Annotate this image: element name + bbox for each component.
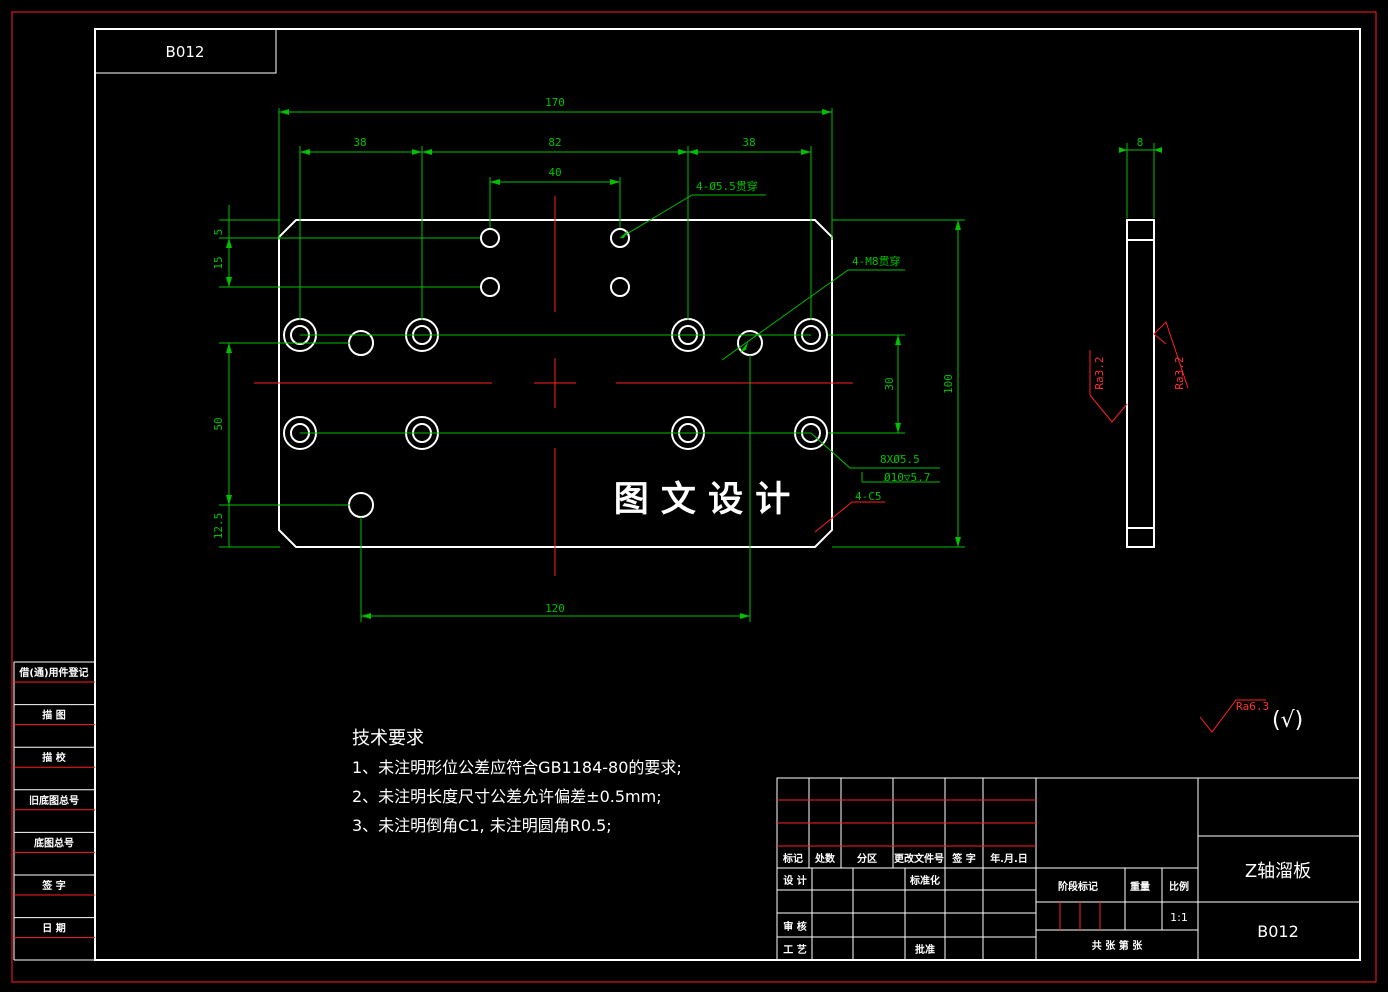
tb-process: 工 艺 (783, 943, 806, 956)
side-label: 借(通)用件登记 (18, 666, 88, 679)
tech-line-3: 3、未注明倒角C1, 未注明圆角R0.5; (352, 816, 612, 835)
dim-100: 100 (942, 374, 955, 394)
hole-5-5 (610, 228, 630, 248)
code-box-text: B012 (166, 43, 205, 61)
tb-hdr-2: 分区 (857, 852, 877, 865)
callout-holes-5-5: 4-Ø5.5贯穿 (696, 179, 758, 193)
hole-5-5 (610, 277, 630, 297)
dim-8: 8 (1137, 136, 1144, 149)
tb-standard: 标准化 (909, 874, 940, 887)
dim-12-5: 12.5 (212, 513, 225, 540)
m8-hole (348, 492, 374, 518)
title-block: 标记 处数 分区 更改文件号 签 字 年.月.日 设 计 标准化 审 核 工 艺… (776, 777, 1361, 961)
tb-hdr-5: 年.月.日 (990, 852, 1028, 865)
tb-review: 审 核 (783, 920, 806, 933)
tb-stage: 阶段标记 (1058, 880, 1098, 893)
side-label: 签 字 (41, 879, 65, 892)
callout-counterbore: 8XØ5.5 (880, 453, 920, 466)
side-label: 描 图 (42, 709, 65, 722)
tb-scale-value: 1:1 (1170, 911, 1188, 924)
dim-38-left: 38 (353, 136, 366, 149)
dim-arrows (226, 109, 961, 619)
tb-part-code: B012 (1257, 922, 1299, 941)
dim-15: 15 (212, 256, 225, 269)
tb-hdr-0: 标记 (782, 852, 803, 865)
inner-border (94, 28, 1361, 961)
dim-38-right: 38 (742, 136, 755, 149)
dim-40: 40 (548, 166, 561, 179)
tech-requirements: 技术要求 1、未注明形位公差应符合GB1184-80的要求; 2、未注明长度尺寸… (352, 728, 682, 835)
tb-hdr-4: 签 字 (951, 852, 975, 865)
tb-part-name: Z轴溜板 (1245, 861, 1311, 882)
dim-30: 30 (883, 377, 896, 390)
roughness-general-note: (√) (1272, 708, 1303, 733)
tb-hdr-1: 处数 (814, 852, 836, 865)
plate-outline (278, 219, 833, 548)
plate-side-view: 8 Ra3.2 Ra3.2 (1089, 136, 1189, 548)
tb-sheets: 共 张 第 张 (1092, 939, 1143, 952)
tb-approve: 批准 (915, 943, 935, 956)
side-label: 日 期 (42, 922, 65, 935)
plate-front-view: 170 38 82 38 40 5 15 50 12.5 30 100 120 … (212, 96, 965, 622)
callout-m8: 4-M8贯穿 (852, 254, 901, 268)
outer-border (11, 11, 1377, 983)
side-label: 描 校 (42, 751, 66, 764)
tb-weight: 重量 (1130, 880, 1150, 893)
roughness-general: Ra6.3 (1236, 700, 1269, 713)
tech-line-1: 1、未注明形位公差应符合GB1184-80的要求; (352, 758, 682, 777)
dim-170: 170 (545, 96, 565, 109)
roughness-left: Ra3.2 (1093, 356, 1106, 389)
dim-50: 50 (212, 417, 225, 430)
side-label: 底图总号 (34, 836, 74, 849)
hole-5-5 (480, 228, 500, 248)
dim-120: 120 (545, 602, 565, 615)
hole-5-5 (480, 277, 500, 297)
watermark: 图 文 设 计 (614, 480, 791, 520)
tb-hdr-3: 更改文件号 (894, 852, 944, 865)
tb-scale: 比例 (1169, 880, 1189, 893)
tb-design: 设 计 (783, 874, 806, 887)
general-roughness: Ra6.3 (√) (1199, 699, 1303, 733)
tech-line-2: 2、未注明长度尺寸公差允许偏差±0.5mm; (352, 787, 662, 806)
code-box (94, 28, 277, 74)
roughness-right: Ra3.2 (1173, 356, 1186, 389)
dim-5: 5 (212, 229, 225, 236)
dim-82: 82 (548, 136, 561, 149)
callout-chamfer: 4-C5 (855, 490, 882, 503)
tech-title: 技术要求 (352, 728, 424, 749)
side-label: 旧底图总号 (29, 794, 79, 807)
callout-counterbore-depth: Ø10▽5.7 (884, 471, 930, 484)
